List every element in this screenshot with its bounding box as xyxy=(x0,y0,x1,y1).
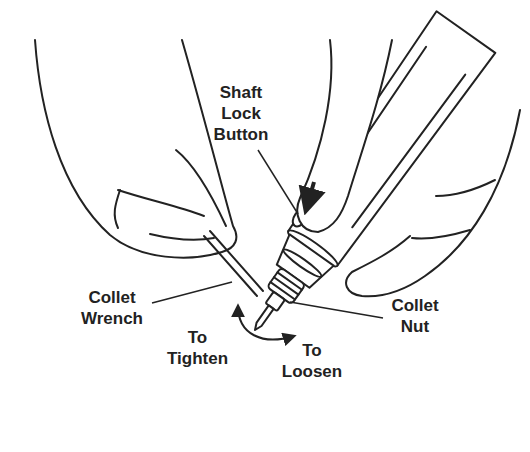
rotation-arrow xyxy=(238,306,294,339)
part-label: To Tighten xyxy=(160,327,235,369)
finger-line xyxy=(436,180,495,196)
rotary-tool xyxy=(226,11,496,350)
left-hand xyxy=(35,40,236,258)
finger-line xyxy=(118,190,204,216)
finger-line xyxy=(115,190,120,228)
bit xyxy=(253,305,274,331)
right-hand-fingers xyxy=(346,110,520,296)
part-label: Collet Wrench xyxy=(72,287,152,329)
part-label: Shaft Lock Button xyxy=(206,82,276,145)
thumb-line xyxy=(176,150,226,226)
finger-line xyxy=(412,230,470,239)
leader-line xyxy=(258,150,298,214)
right-hand-thumb xyxy=(297,40,392,232)
collet-wrench xyxy=(210,231,263,291)
leader-line xyxy=(290,302,383,318)
leader-line xyxy=(152,282,232,303)
part-label: To Loosen xyxy=(276,340,348,382)
press-arrow xyxy=(306,182,314,210)
part-label: Collet Nut xyxy=(380,295,450,337)
